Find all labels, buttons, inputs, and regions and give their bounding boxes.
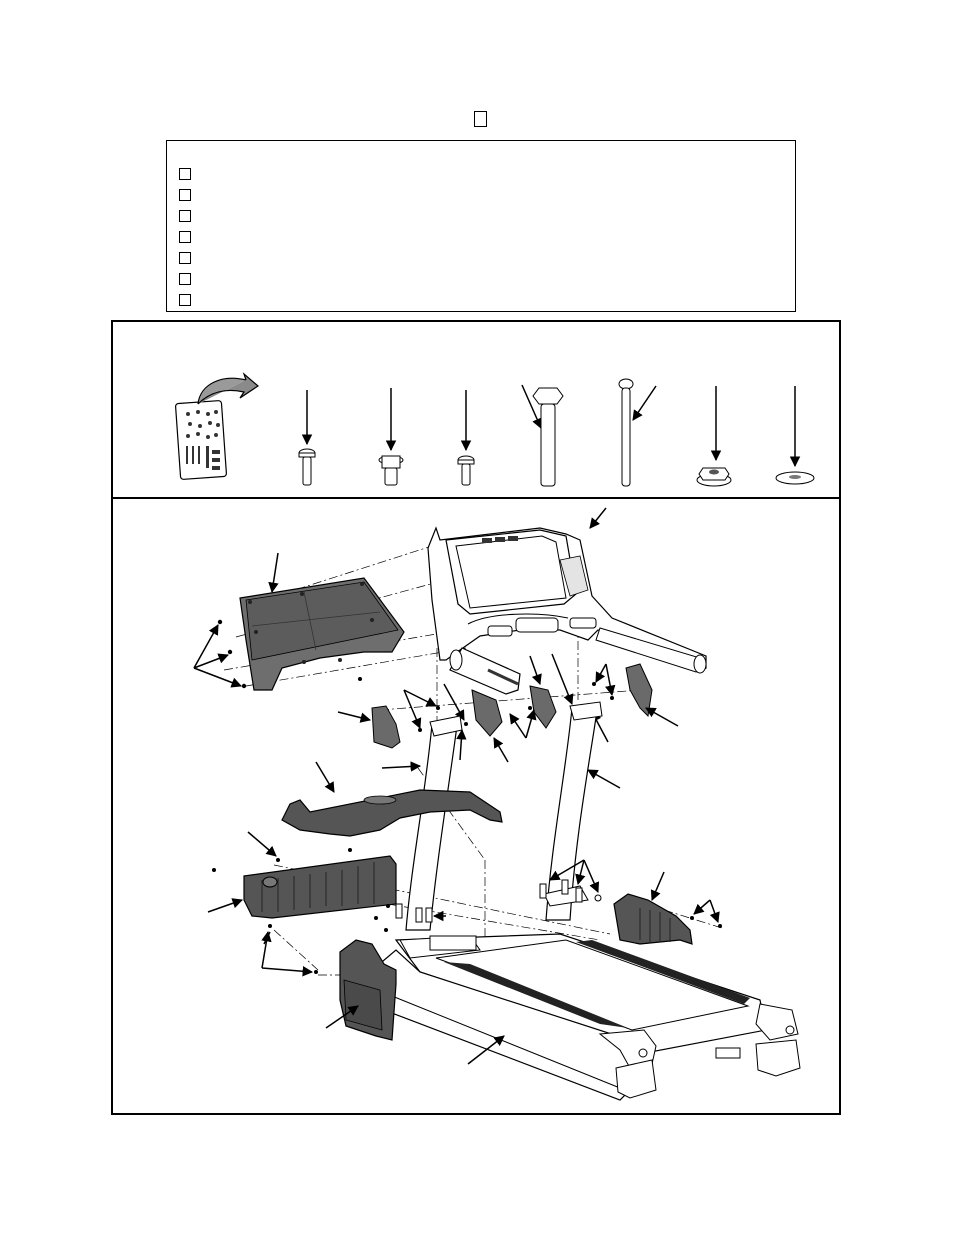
flange-nut-icon: [696, 386, 732, 487]
console-assembly: [427, 507, 707, 695]
checklist-checkbox[interactable]: [179, 231, 191, 243]
checklist-checkbox[interactable]: [179, 189, 191, 201]
checklist-checkbox[interactable]: [179, 210, 191, 222]
checklist-checkbox[interactable]: [179, 294, 191, 306]
step-number-box: [474, 111, 487, 127]
hardware-and-assembly-panel: [111, 320, 841, 1115]
upright-mounting-hardware: [374, 859, 602, 932]
motor-hood: [281, 761, 503, 837]
checklist-checkbox[interactable]: [179, 273, 191, 285]
panel-divider: [113, 497, 839, 499]
front-base-cover: [207, 831, 397, 928]
checklist-box: [166, 140, 796, 312]
cover-screws-left: [193, 619, 362, 689]
upright-tube-right: [545, 701, 621, 921]
treadmill-base: [369, 933, 801, 1101]
flange-head-bolt-icon: [378, 388, 404, 486]
right-side-cover: [613, 871, 722, 945]
long-carriage-bolt-icon: [618, 378, 657, 487]
checklist-checkbox[interactable]: [179, 252, 191, 264]
console-rear-cover: [239, 552, 405, 691]
button-head-screw-icon: [298, 390, 316, 486]
checklist-checkbox[interactable]: [179, 168, 191, 180]
hex-bolt-icon: [521, 384, 564, 487]
short-button-screw-icon: [457, 390, 475, 486]
hardware-bag-icon: [175, 372, 259, 480]
upright-cap-covers: [337, 653, 679, 763]
flat-washer-icon: [775, 386, 815, 485]
left-side-cover: [261, 930, 397, 1041]
